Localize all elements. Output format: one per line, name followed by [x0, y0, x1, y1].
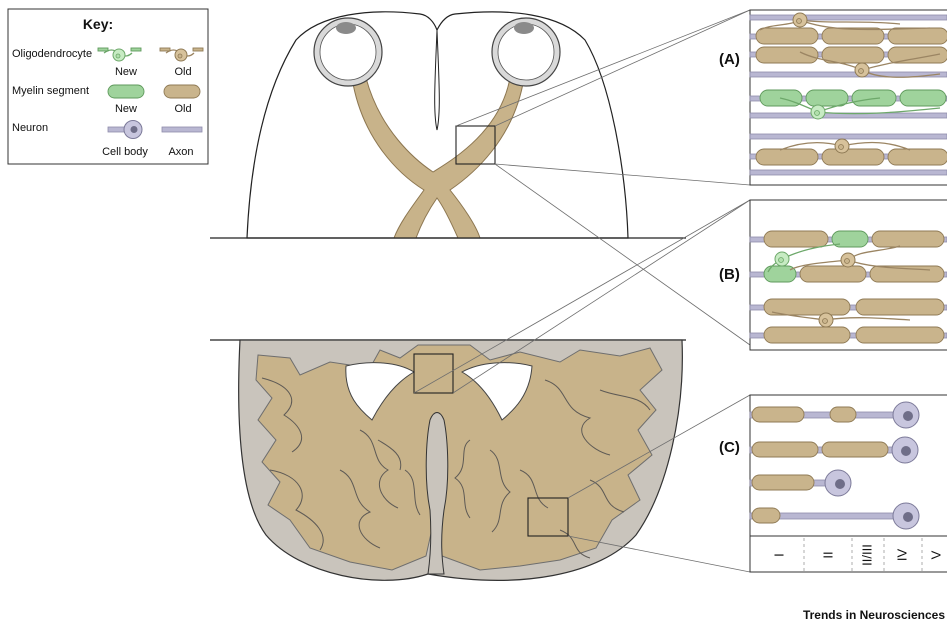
key-neuron-label: Neuron [12, 122, 48, 134]
journal-credit: Trends in Neurosciences [803, 608, 945, 622]
panel-b: (B) [719, 200, 947, 350]
axon-icon [162, 127, 202, 132]
panel-c-label: (C) [719, 439, 740, 456]
key-axon-label: Axon [168, 146, 193, 158]
key-oligodendrocyte-label: Oligodendrocyte [12, 48, 92, 60]
lower-section [239, 340, 683, 580]
new-myelin-swatch [108, 85, 144, 98]
key-old-label-2: Old [174, 103, 191, 115]
upper-section [247, 12, 628, 238]
old-myelin-swatch [164, 85, 200, 98]
key-new-label-1: New [115, 66, 137, 78]
key-new-label-2: New [115, 103, 137, 115]
key-legend: Key: Oligodendrocyte New Old Myelin segm… [8, 9, 208, 164]
key-old-label-1: Old [174, 66, 191, 78]
panel-a-label: (A) [719, 51, 740, 68]
panel-a: (A) [719, 10, 947, 185]
layer-label-2: II [820, 551, 835, 558]
key-title: Key: [83, 16, 113, 32]
layer-label-3: II/III [859, 544, 874, 566]
key-myelin-label: Myelin segment [12, 85, 89, 97]
layer-label-5: V [928, 550, 943, 559]
panel-c: (C) I II II/III IV V [719, 395, 947, 572]
key-cell-body-label: Cell body [102, 146, 148, 158]
layer-label-1: I [771, 553, 786, 557]
panel-b-label: (B) [719, 266, 740, 283]
layer-label-4: IV [894, 549, 909, 562]
